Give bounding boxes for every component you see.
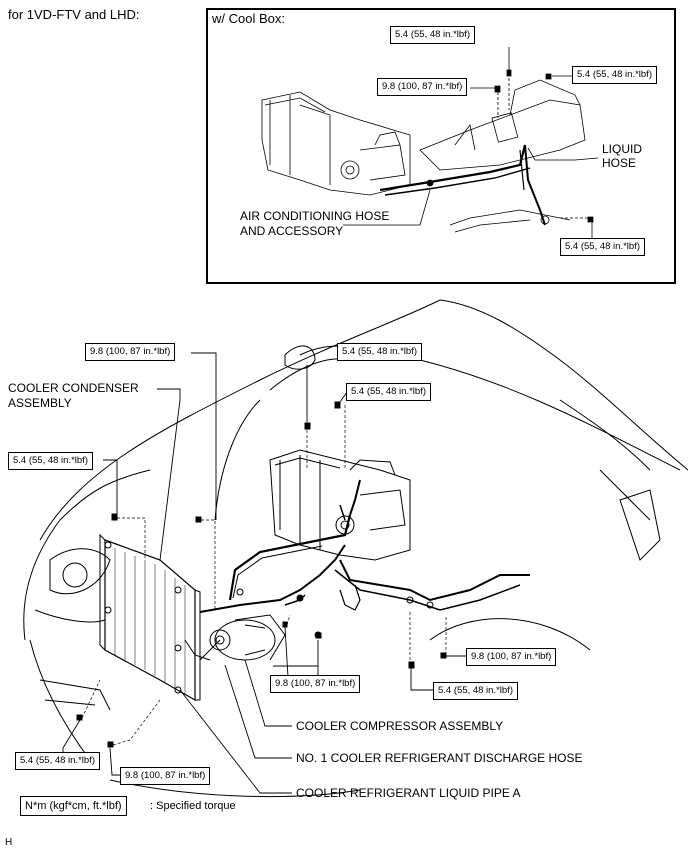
inset-torque-3: 5.4 (55, 48 in.*lbf) — [572, 66, 657, 84]
refrigerant-pipes — [184, 479, 530, 661]
main-bolts — [76, 401, 447, 748]
torque-center-bottom: 9.8 (100, 87 in.*lbf) — [270, 675, 361, 693]
figure-code: H — [5, 837, 13, 848]
torque-bottom-left-2: 9.8 (100, 87 in.*lbf) — [120, 767, 211, 785]
inset-artwork — [261, 47, 599, 240]
heater-unit — [269, 449, 411, 561]
inset-torque-4: 5.4 (55, 48 in.*lbf) — [560, 238, 645, 256]
torque-right-pipe: 9.8 (100, 87 in.*lbf) — [466, 648, 557, 666]
vehicle-artwork — [23, 299, 688, 798]
torque-top-mid-2: 5.4 (55, 48 in.*lbf) — [346, 383, 431, 401]
condenser-label-1: COOLER CONDENSER — [8, 381, 139, 395]
inset-torque-2: 9.8 (100, 87 in.*lbf) — [377, 78, 468, 96]
mounting-guides — [81, 405, 447, 746]
cooler-condenser — [99, 533, 201, 702]
torque-condenser-left: 5.4 (55, 48 in.*lbf) — [8, 452, 93, 470]
ac-hose-label-2: AND ACCESSORY — [240, 224, 344, 238]
legend-description: : Specified torque — [150, 800, 236, 812]
liquid-hose-label-1: LIQUID — [602, 142, 643, 156]
liquid-hose-label-2: HOSE — [602, 156, 637, 170]
compressor — [209, 614, 286, 661]
cool-box-inset — [206, 8, 676, 284]
ac-hose-label-1: AIR CONDITIONING HOSE — [240, 209, 390, 223]
condenser-label-2: ASSEMBLY — [8, 396, 72, 410]
inset-title: w/ Cool Box: — [212, 11, 285, 26]
torque-right-bottom: 5.4 (55, 48 in.*lbf) — [433, 682, 518, 700]
liquid-pipe-label: COOLER REFRIGERANT LIQUID PIPE A — [296, 786, 521, 800]
legend-unit-box: N*m (kgf*cm, ft.*lbf) — [20, 796, 127, 816]
torque-top-mid-1: 5.4 (55, 48 in.*lbf) — [337, 343, 422, 361]
torque-top-left: 9.8 (100, 87 in.*lbf) — [85, 343, 176, 361]
engine-label: for 1VD-FTV and LHD: — [8, 7, 140, 22]
inset-torque-1: 5.4 (55, 48 in.*lbf) — [390, 26, 475, 44]
torque-bottom-left-1: 5.4 (55, 48 in.*lbf) — [15, 752, 100, 770]
compressor-label: COOLER COMPRESSOR ASSEMBLY — [296, 719, 504, 733]
discharge-hose-label: NO. 1 COOLER REFRIGERANT DISCHARGE HOSE — [296, 751, 583, 765]
